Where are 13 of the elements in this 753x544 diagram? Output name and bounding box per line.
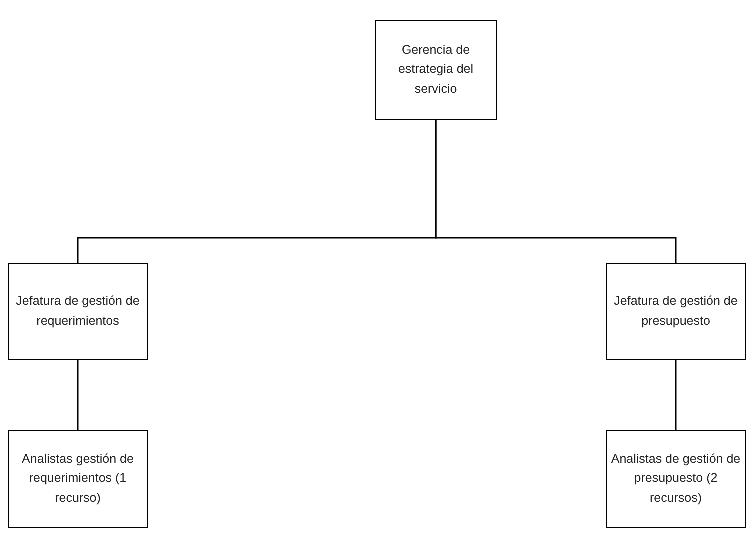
connector-line (435, 120, 677, 263)
role-title: Jefatura de gestión de presupuesto (613, 293, 739, 330)
org-box (606, 430, 746, 528)
org-box (8, 430, 148, 528)
role-title: Analistas gestión de requerimientos (1 recurso) (21, 450, 135, 507)
role-title: Jefatura de gestión de requerimientos (15, 293, 141, 330)
connector-line (77, 360, 79, 430)
org-box (606, 263, 746, 360)
org-box (375, 20, 497, 120)
role-title: Gerencia de estrategia del servicio (397, 42, 475, 98)
connector-line (675, 360, 677, 430)
role-title: Analistas de gestión de presupuesto (2 recursos) (611, 450, 741, 507)
org-box (8, 263, 148, 360)
